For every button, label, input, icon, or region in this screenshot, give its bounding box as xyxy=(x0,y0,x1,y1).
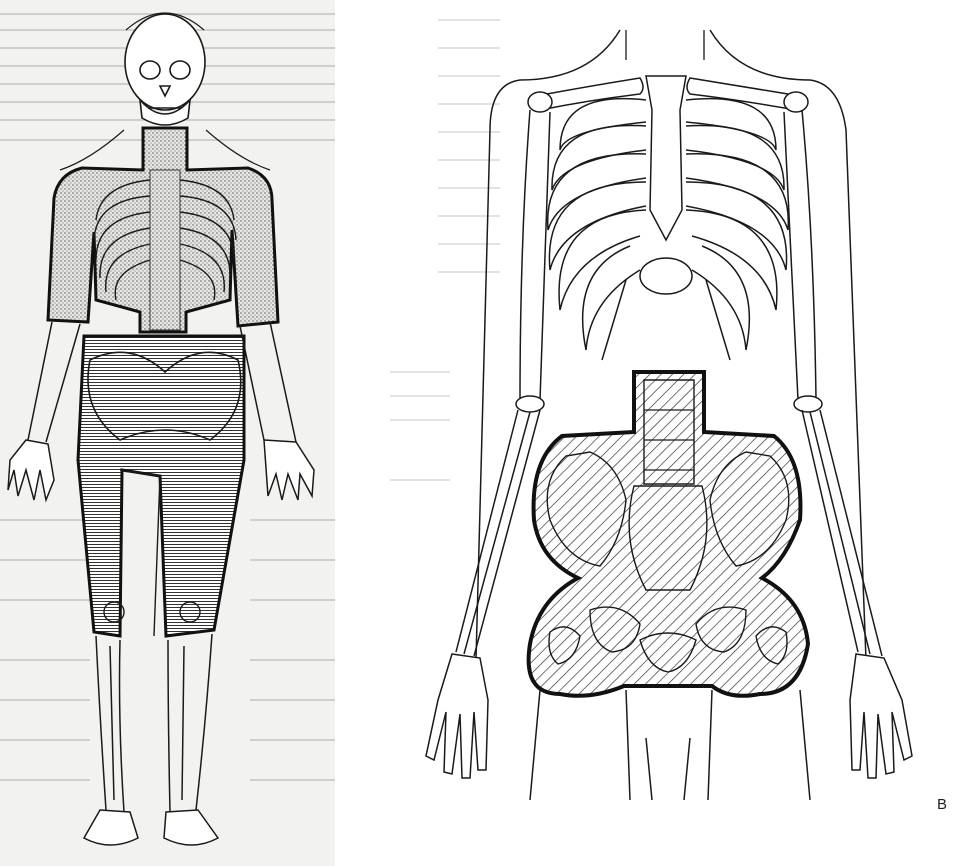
hatched-region-pelvis-thighs xyxy=(78,336,244,636)
panel-label-b: B xyxy=(937,796,947,813)
skull xyxy=(125,14,205,125)
panel-gap xyxy=(335,0,390,866)
panel-b-torso-skeleton xyxy=(390,0,962,866)
feet xyxy=(84,810,218,845)
neck-outline xyxy=(626,30,704,60)
background-text-lines xyxy=(390,20,500,480)
panel-a-full-skeleton xyxy=(0,0,335,866)
femurs xyxy=(530,690,810,800)
stippled-region-upper-body xyxy=(48,128,278,332)
lower-legs xyxy=(96,634,212,812)
panel-a-figure xyxy=(0,0,335,866)
panel-b-figure xyxy=(390,0,962,866)
hatched-region-lumbar-pelvis xyxy=(529,372,808,696)
sternum xyxy=(646,76,686,240)
